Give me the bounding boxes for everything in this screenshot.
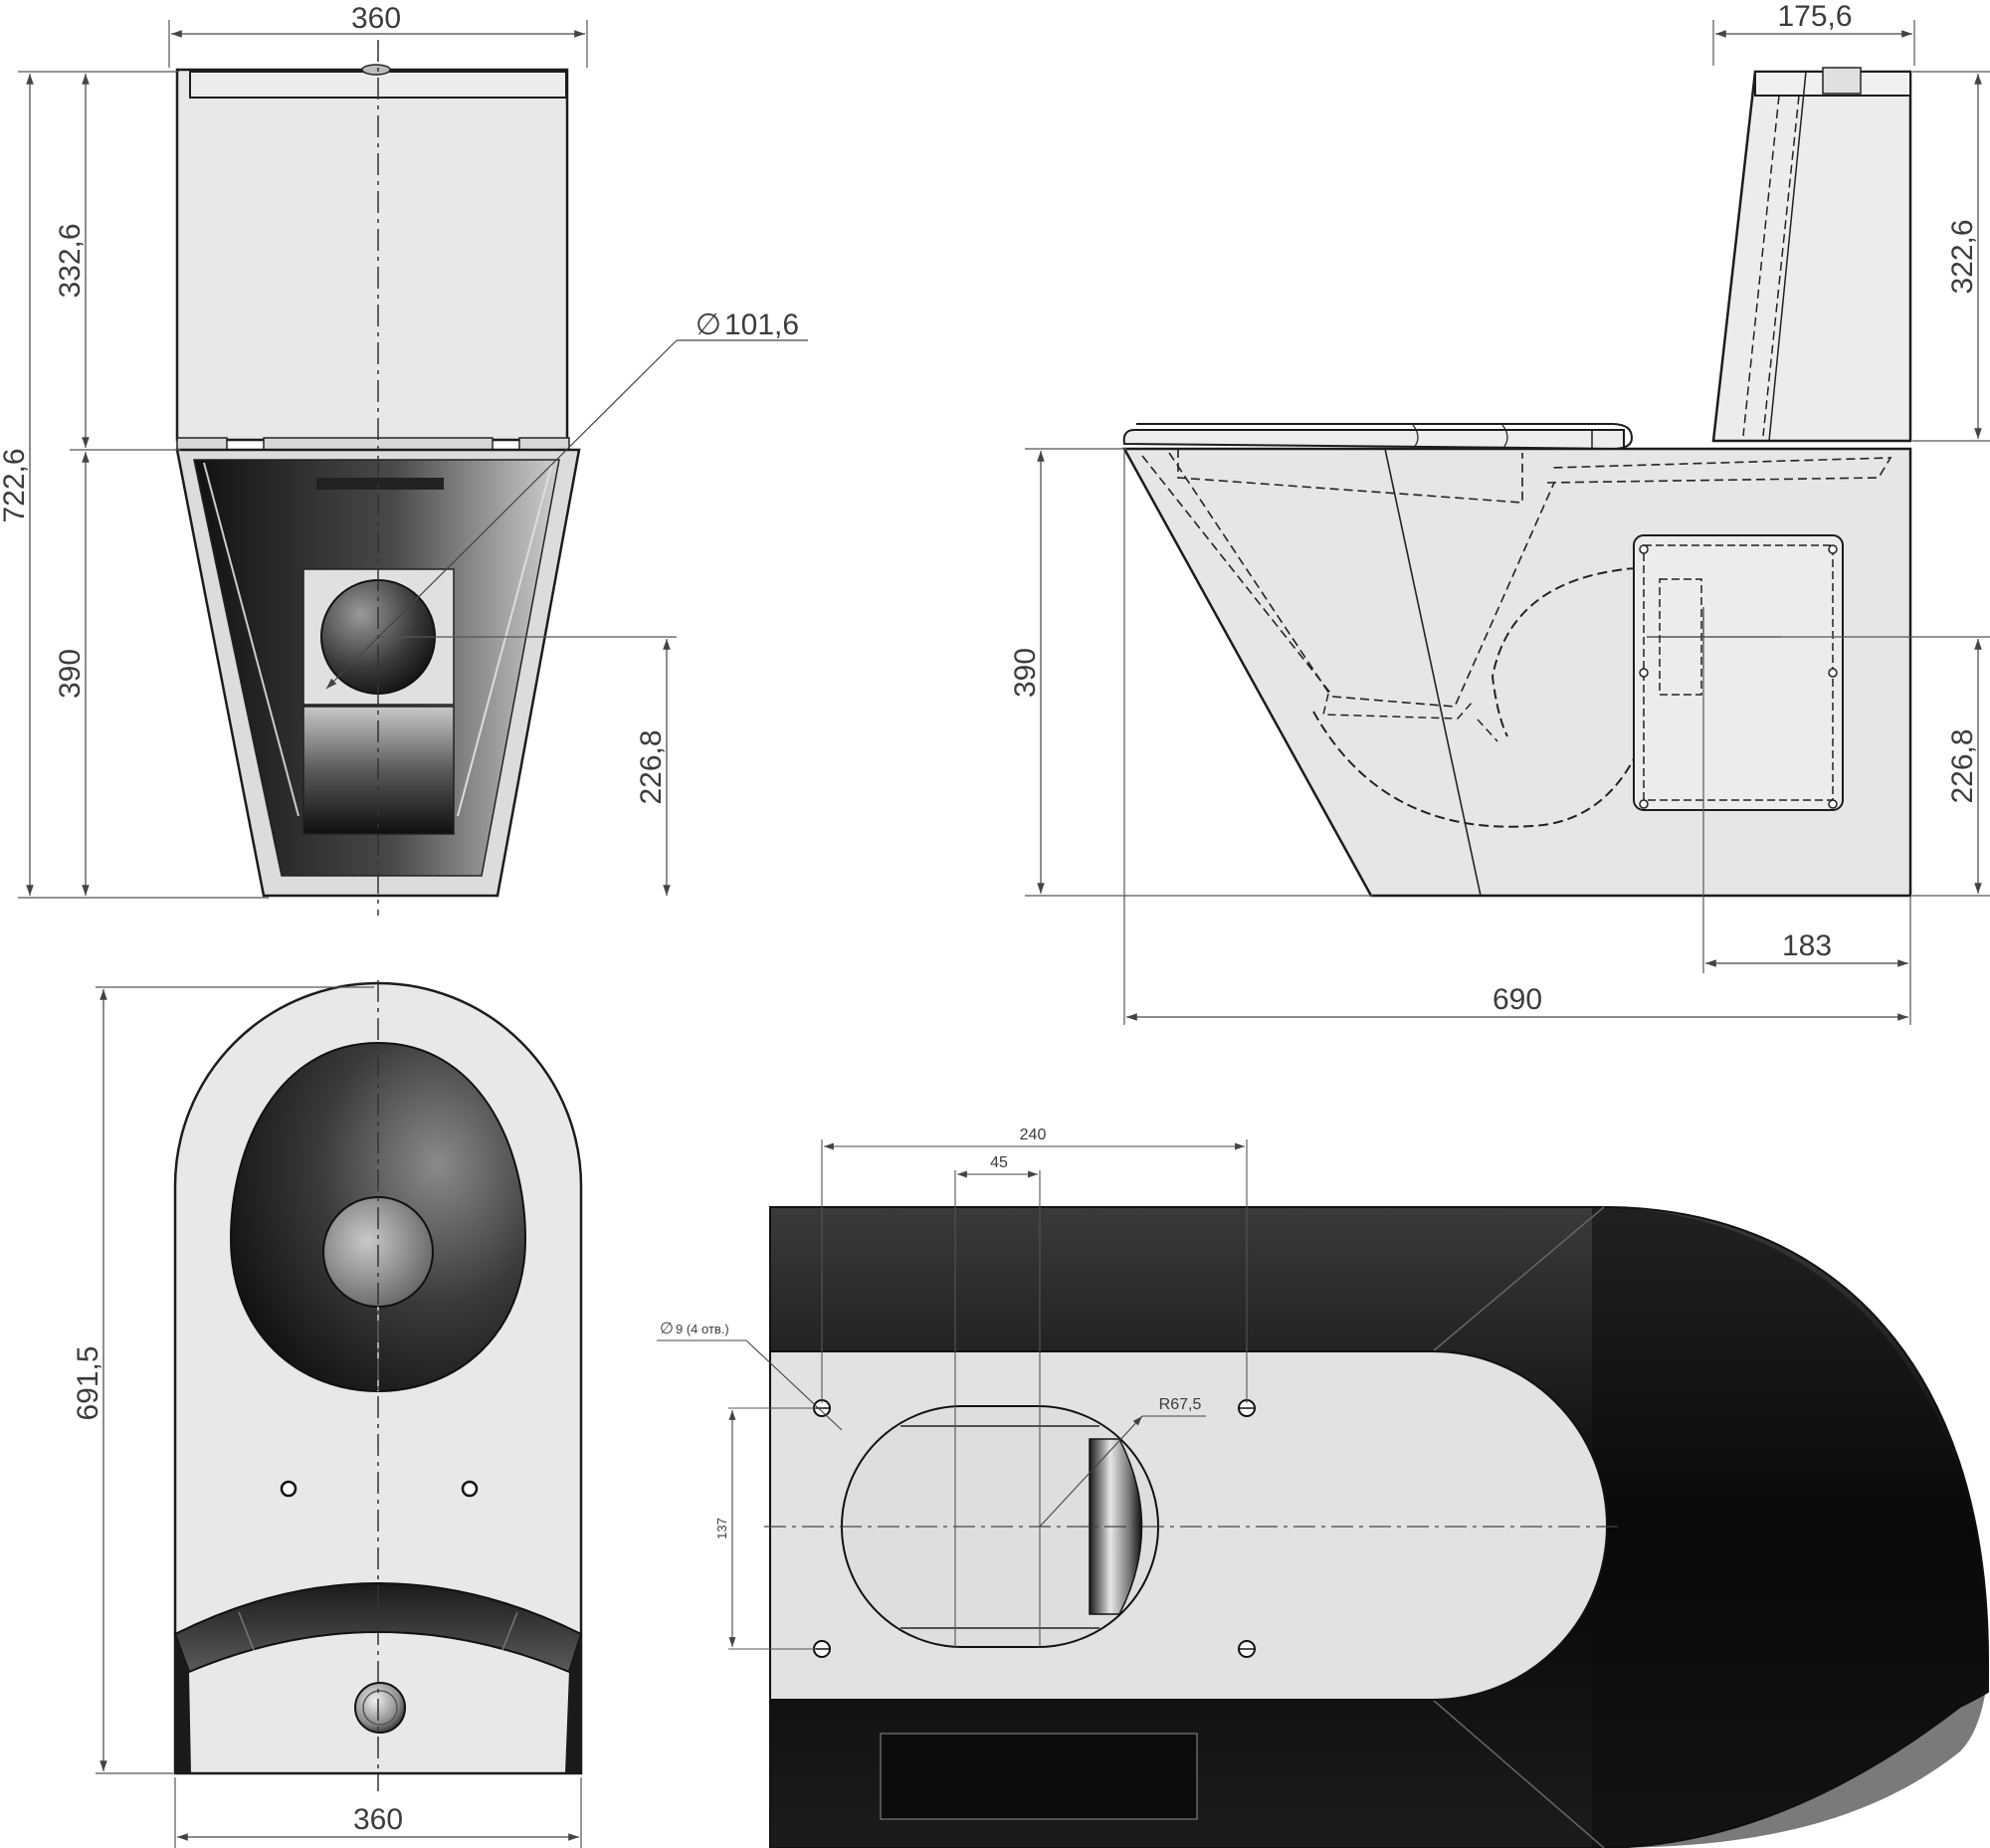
front-vent-slot <box>316 478 444 490</box>
bottom-view: 240 45 137 ∅ 9 (4 отв.) R67,5 <box>657 1127 1989 1848</box>
front-view: 360 722,6 332,6 390 226,8 ∅ 101,6 <box>0 2 808 916</box>
top-seat-hole <box>461 1480 479 1498</box>
top-view: 691,5 360 <box>72 980 583 1848</box>
hole-leader <box>745 1339 843 1431</box>
side-access-plate <box>1633 534 1844 811</box>
side-hidden-rim <box>1546 457 1892 484</box>
dim-side-tank-depth: 175,6 <box>1777 0 1852 33</box>
dim-front-width: 360 <box>351 2 401 35</box>
dim-bottom-hole-distance: 137 <box>714 1518 729 1540</box>
dim-side-bowl-height: 390 <box>1009 648 1042 698</box>
radius-leader <box>1039 1415 1143 1528</box>
dim-side-total-length: 690 <box>1492 983 1542 1016</box>
dim-front-outlet-height: 226,8 <box>635 729 668 804</box>
side-seat <box>1122 429 1625 451</box>
diameter-leader <box>325 339 678 690</box>
dim-side-outlet-offset: 183 <box>1782 929 1832 962</box>
dim-bottom-holes: 9 (4 отв.) <box>676 1322 729 1336</box>
diameter-symbol: ∅ <box>660 1321 674 1337</box>
dim-front-bowl-height: 390 <box>54 649 87 699</box>
dim-front-total-height: 722,6 <box>0 448 31 522</box>
side-view: 175,6 322,6 390 226,8 183 690 <box>1009 0 1990 1025</box>
front-edge <box>457 462 553 817</box>
dim-side-tank-height: 322,6 <box>1946 219 1979 294</box>
front-flush-button <box>361 64 391 76</box>
side-hidden-trap <box>1141 455 1555 708</box>
front-tank <box>175 68 569 442</box>
front-edge <box>203 462 299 817</box>
side-hidden-siphon <box>1491 566 1653 737</box>
dim-top-width: 360 <box>353 1803 403 1836</box>
dim-front-outlet-diameter: 101,6 <box>724 308 799 341</box>
diameter-symbol: ∅ <box>696 308 721 341</box>
dim-side-outlet-height: 226,8 <box>1946 728 1979 803</box>
dim-bottom-radius: R67,5 <box>1159 1396 1202 1413</box>
top-seat-hole <box>280 1480 298 1498</box>
bottom-rear-slot <box>880 1733 1198 1820</box>
dim-bottom-center-offset: 45 <box>990 1154 1008 1171</box>
dim-bottom-hole-spacing: 240 <box>1020 1127 1047 1143</box>
side-hidden-rim <box>1177 449 1523 504</box>
dim-top-length: 691,5 <box>72 1345 104 1420</box>
side-flush-button <box>1822 67 1862 95</box>
side-tank <box>1711 70 1912 443</box>
side-hidden-siphon <box>1312 696 1658 828</box>
dim-front-tank-height: 332,6 <box>54 223 87 298</box>
